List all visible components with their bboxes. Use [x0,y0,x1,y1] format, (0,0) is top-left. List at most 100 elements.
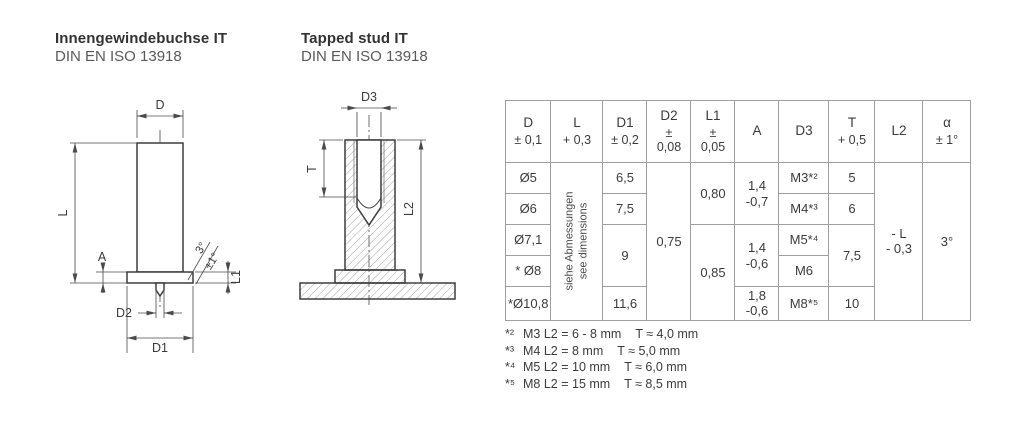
base-plate [299,282,456,300]
angle-label: 3° [193,241,209,257]
header-tolerance: ± 0,05 [700,125,726,155]
cell-t: 6 [828,193,876,225]
stud-shaft [136,142,184,273]
dim-label-D1: D1 [152,341,168,355]
cell-t: 10 [828,286,876,321]
cell-d: Ø6 [504,193,552,225]
footnote-dimension: M5 L2 = 10 mm [523,360,611,374]
header-tolerance: + 0,3 [562,133,592,148]
header-symbol: D [523,115,534,131]
dim-label-D2: D2 [116,306,132,320]
cell-l1: 0,85 [690,224,736,321]
cell-d1: 11,6 [602,286,648,321]
footnote-dimension: M3 L2 = 6 - 8 mm [523,327,622,341]
title-block-english: Tapped stud IT DIN EN ISO 13918 [301,30,428,65]
footnote-dimension: M4 L2 = 8 mm [523,343,604,358]
footnote-thread-depth: T ≈ 5,0 mm [617,343,681,358]
table-row-4: * Ø8 M6 [504,255,971,287]
col-header-A: A [734,100,780,163]
cell-l2: - L - 0,3 [874,162,924,321]
cell-l-note: siehe Abmessungen see dimensions [550,162,604,321]
cell-alpha: 3° [922,162,972,321]
col-header-D: D ± 0,1 [504,100,552,163]
dim-label-A: A [98,250,107,264]
stud-section-drawing: D3 T L2 [299,90,456,305]
product-name-de: Innengewindebuchse IT [55,30,228,47]
cell-d1: 9 [602,224,648,287]
footnote-m4: *³ M4 L2 = 8 mm T ≈ 5,0 mm [505,343,698,360]
thread-runout-arc [356,197,382,209]
table-row-5: *Ø10,8 11,6 1,8 -0,6 M8*⁵ 10 [504,286,971,321]
header-tolerance: + 0,5 [837,133,867,148]
cell-d3: M8*⁵ [778,286,830,321]
angle-tolerance-label: ±1° [203,251,222,272]
stud-flange-section [334,269,406,284]
header-symbol: L1 [705,107,721,123]
dim-label-T: T [305,165,319,173]
dimension-table: D± 0,1 L+ 0,3 D1± 0,2 D2± 0,08 L1± 0,05 … [504,100,972,321]
header-tolerance: ± 0,1 [514,133,543,148]
header-symbol: α [943,115,951,131]
footnote-ref: *² [505,327,515,341]
header-symbol: A [752,122,762,138]
see-dimensions-note: siehe Abmessungen see dimensions [563,191,590,291]
footnote-m8: *⁵ M8 L2 = 15 mm T ≈ 8,5 mm [505,376,698,393]
table-row-1: Ø5 siehe Abmessungen see dimensions 6,5 … [504,162,972,321]
header-symbol: D3 [795,122,813,138]
cell-t: 5 [828,162,876,194]
product-name-en: Tapped stud IT [301,30,408,47]
dim-label-L: L [56,209,70,216]
footnote-thread-depth: T ≈ 6,0 mm [624,360,688,374]
angle-reference-line [187,241,211,281]
dim-label-D3: D3 [361,90,377,104]
stud-flange [126,271,194,284]
col-header-T: T+ 0,5 [828,100,876,163]
cell-d3: M4*³ [778,193,830,225]
footnote-ref: *³ [505,343,515,358]
footnote-m5: *⁴ M5 L2 = 10 mm T ≈ 6,0 mm [505,359,698,376]
footnote-thread-depth: T ≈ 4,0 mm [635,327,699,341]
cell-a: 1,4 -0,6 [734,224,780,287]
cell-a: 1,8 -0,6 [734,286,780,321]
footnote-ref: *⁵ [505,376,516,391]
title-block-german: Innengewindebuchse IT DIN EN ISO 13918 [55,30,227,65]
cell-t: 7,5 [828,224,876,287]
col-header-L1: L1 ± 0,05 [690,100,736,163]
col-header-alpha: α ± 1° [922,100,972,163]
header-tolerance: ± 1° [935,133,959,148]
footnote-dimension: M8 L2 = 15 mm [523,376,611,391]
footnote-thread-depth: T ≈ 8,5 mm [624,376,688,391]
standard-ref-de: DIN EN ISO 13918 [55,48,182,65]
col-header-D1: D1 ± 0,2 [602,100,648,163]
header-symbol: L2 [891,122,907,138]
header-tolerance: ± 0,2 [611,133,639,148]
cell-d: Ø7,1 [504,224,552,256]
cell-d: *Ø10,8 [504,286,552,321]
header-symbol: D2 [660,107,678,123]
header-tolerance: ± 0,08 [656,125,682,155]
col-header-L: L+ 0,3 [550,100,604,163]
cell-d1: 6,5 [602,162,648,194]
footnotes: *² M3 L2 = 6 - 8 mm T ≈ 4,0 mm *³ M4 L2 … [505,326,698,392]
table-row-3: Ø7,1 9 0,85 1,4 -0,6 M5*⁴ 7,5 [504,224,971,321]
standard-ref-en: DIN EN ISO 13918 [301,48,428,65]
table-header-row: D± 0,1 L+ 0,3 D1± 0,2 D2± 0,08 L1± 0,05 … [504,100,972,163]
cell-a: 1,4 -0,7 [734,162,780,225]
tapped-hole [356,139,382,227]
col-header-L2: L2 [874,100,924,163]
cell-d2: 0,75 [646,162,692,321]
cell-l1: 0,80 [690,162,736,225]
footnote-ref: *⁴ [505,360,516,374]
header-symbol: D1 [616,115,634,131]
stud-external-drawing: D L A D2 D1 3° ±1° L1 [56,98,243,355]
ignition-tip [155,282,165,298]
cell-d1: 7,5 [602,193,648,225]
col-header-D3: D3 [778,100,830,163]
dim-label-L2: L2 [402,202,416,216]
cell-d3: M6 [778,255,830,287]
dim-label-D: D [155,98,164,112]
cell-d3: M5*⁴ [778,224,830,256]
cell-d: Ø5 [504,162,552,194]
cell-d3: M3*² [778,162,830,194]
